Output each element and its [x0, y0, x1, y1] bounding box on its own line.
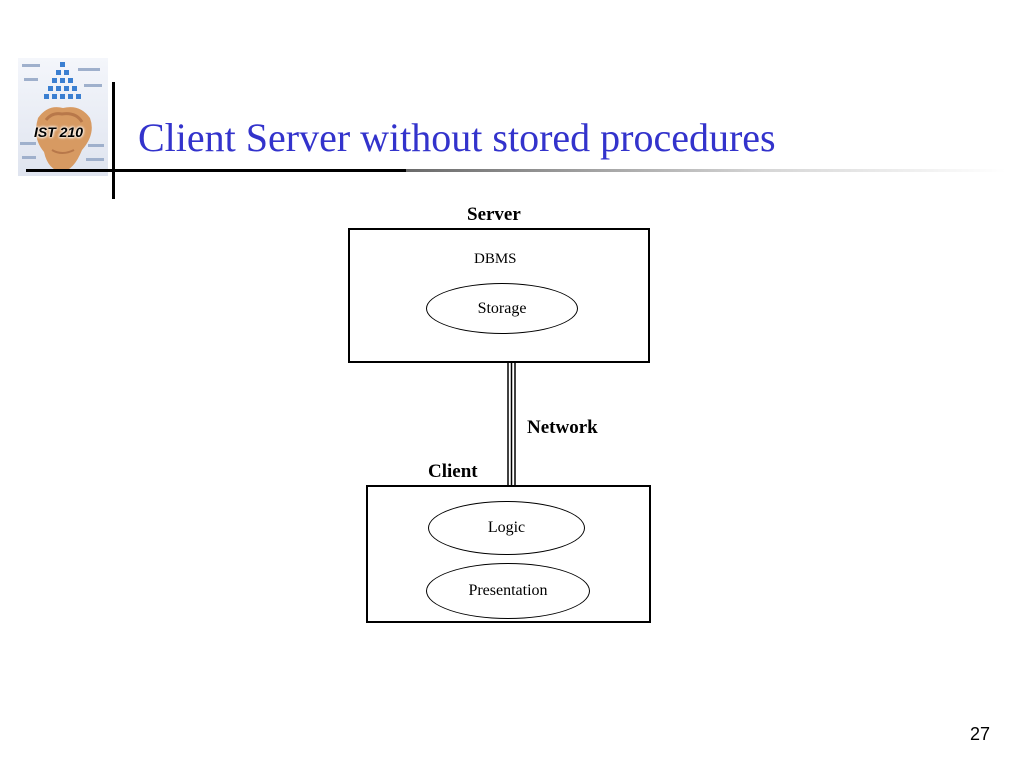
header-vertical-rule — [112, 82, 115, 199]
logic-ellipse: Logic — [428, 501, 585, 555]
logo-image — [18, 58, 108, 176]
presentation-ellipse: Presentation — [426, 563, 590, 619]
server-label: Server — [467, 204, 521, 225]
header-rule-fade — [406, 169, 1006, 172]
storage-label: Storage — [477, 299, 527, 317]
slide-title: Client Server without stored procedures — [138, 115, 776, 160]
logo-label: IST 210 — [34, 124, 84, 140]
page-number: 27 — [969, 724, 990, 744]
course-logo — [18, 58, 108, 176]
presentation-label: Presentation — [468, 582, 548, 599]
logic-label: Logic — [487, 519, 526, 536]
client-label: Client — [428, 461, 478, 482]
header-horizontal-rule — [26, 169, 406, 172]
dbms-label: DBMS — [474, 251, 517, 267]
network-label: Network — [527, 417, 598, 438]
network-connector — [507, 362, 516, 486]
storage-ellipse: Storage — [426, 283, 578, 334]
